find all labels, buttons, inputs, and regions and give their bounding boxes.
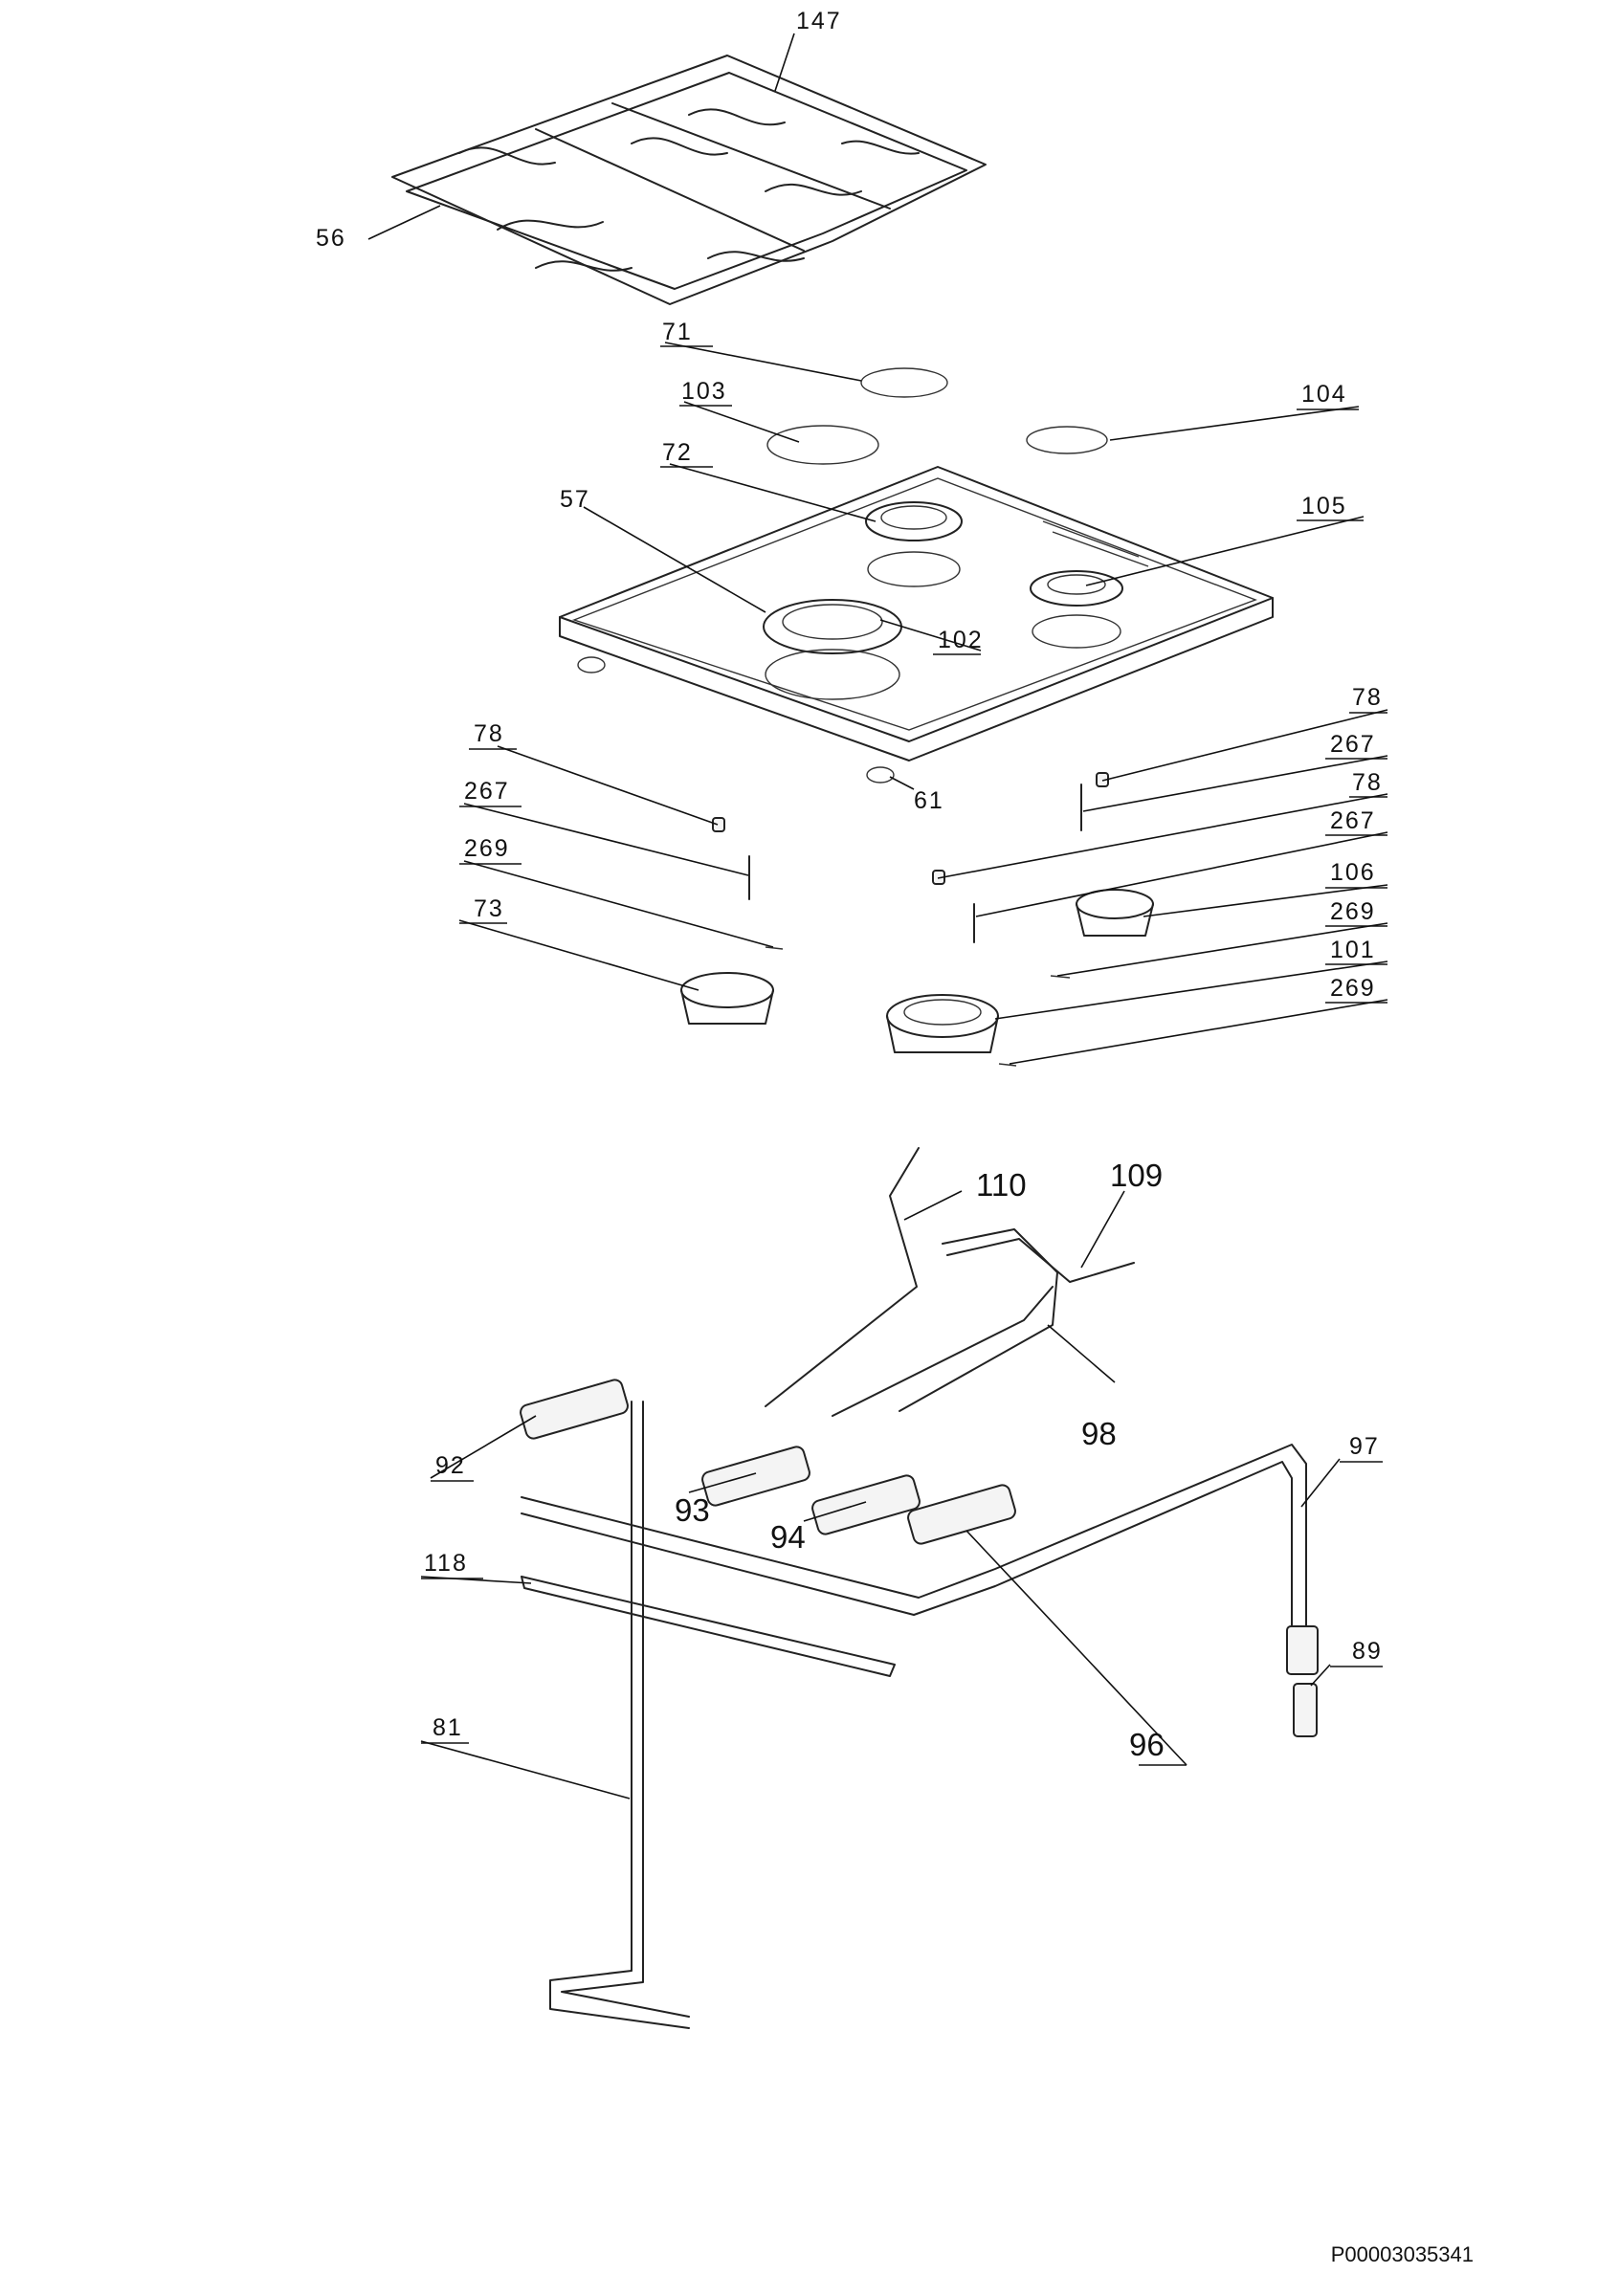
label-104: 104: [1301, 381, 1347, 408]
small-parts: [712, 772, 1109, 1067]
main-manifold: [521, 1444, 1319, 1737]
label-269-left: 269: [464, 835, 510, 862]
gas-pipes-upper: [765, 1147, 1135, 1417]
label-269-right-bottom: 269: [1330, 975, 1376, 1002]
label-101: 101: [1330, 937, 1376, 963]
pan-support-grid: [391, 55, 987, 305]
label-102: 102: [938, 627, 984, 653]
label-96: 96: [1129, 1727, 1165, 1762]
label-109: 109: [1110, 1158, 1163, 1193]
label-98: 98: [1081, 1416, 1117, 1451]
label-267-left: 267: [464, 778, 510, 805]
leader-lines: [367, 33, 1388, 1799]
label-105: 105: [1301, 493, 1347, 519]
label-underlines: [421, 345, 1387, 1766]
label-267-right-top: 267: [1330, 731, 1376, 758]
label-56: 56: [316, 225, 346, 252]
label-61: 61: [914, 787, 944, 814]
label-118: 118: [424, 1550, 468, 1577]
label-72: 72: [662, 439, 693, 466]
label-269-right-top: 269: [1330, 898, 1376, 925]
label-81: 81: [433, 1714, 463, 1741]
label-267-right-mid: 267: [1330, 807, 1376, 834]
gas-valves: [520, 1379, 1016, 1545]
label-57: 57: [560, 486, 590, 513]
label-73: 73: [474, 895, 504, 922]
label-78-left: 78: [474, 720, 504, 747]
burner-caps: [766, 367, 1108, 465]
label-97: 97: [1349, 1433, 1380, 1460]
label-93: 93: [675, 1492, 710, 1528]
label-89: 89: [1352, 1638, 1383, 1665]
label-71: 71: [662, 319, 693, 345]
part-labels: 147 56 71 103 104 72 57 105 102 78 78 26…: [316, 8, 1383, 1762]
label-92: 92: [435, 1452, 466, 1479]
label-106: 106: [1330, 859, 1376, 886]
hob-top-plate: [559, 466, 1274, 784]
label-78-right-mid: 78: [1352, 769, 1383, 796]
lower-bracket-and-pipe: [521, 1401, 896, 2029]
label-78-right-top: 78: [1352, 684, 1383, 711]
label-94: 94: [770, 1519, 806, 1555]
label-110: 110: [976, 1167, 1027, 1203]
burner-bodies: [680, 889, 1154, 1053]
label-147: 147: [796, 8, 842, 34]
document-id: P00003035341: [1330, 2242, 1474, 2266]
label-103: 103: [681, 378, 727, 405]
